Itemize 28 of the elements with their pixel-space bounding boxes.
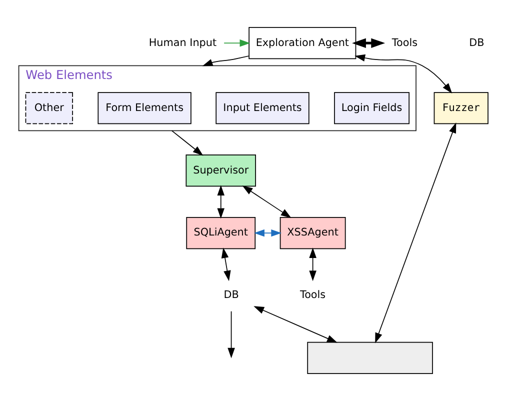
arrow: [202, 55, 250, 66]
node-text: DB: [469, 36, 484, 48]
node-text: Tools: [392, 36, 418, 48]
arrow: [254, 306, 338, 342]
arrow: [354, 54, 452, 93]
arrow: [228, 310, 235, 358]
node-text: DB: [224, 288, 239, 301]
arrow: [375, 122, 456, 343]
arrow: [254, 228, 282, 236]
arrow: [224, 38, 250, 46]
node-box: Other: [25, 92, 73, 124]
node-text: Tools: [300, 288, 326, 301]
node-box: Fuzzer: [434, 92, 488, 124]
arrow: [171, 130, 204, 156]
node-box: Supervisor: [186, 154, 256, 186]
node-box: Exploration Agent: [248, 26, 356, 59]
node-box: [307, 341, 433, 374]
node-box: XSSAgent: [280, 216, 346, 249]
node-text: Human Input: [148, 36, 217, 48]
arrow: [217, 184, 225, 218]
arrow: [309, 247, 316, 281]
node-box: SQLiAgent: [186, 216, 256, 249]
node-box: Input Elements: [216, 92, 310, 124]
arrow: [221, 247, 231, 281]
node-box: Login Fields: [334, 92, 410, 124]
arrow: [352, 38, 386, 48]
arrow: [242, 185, 292, 218]
node-box: Form Elements: [98, 92, 192, 124]
